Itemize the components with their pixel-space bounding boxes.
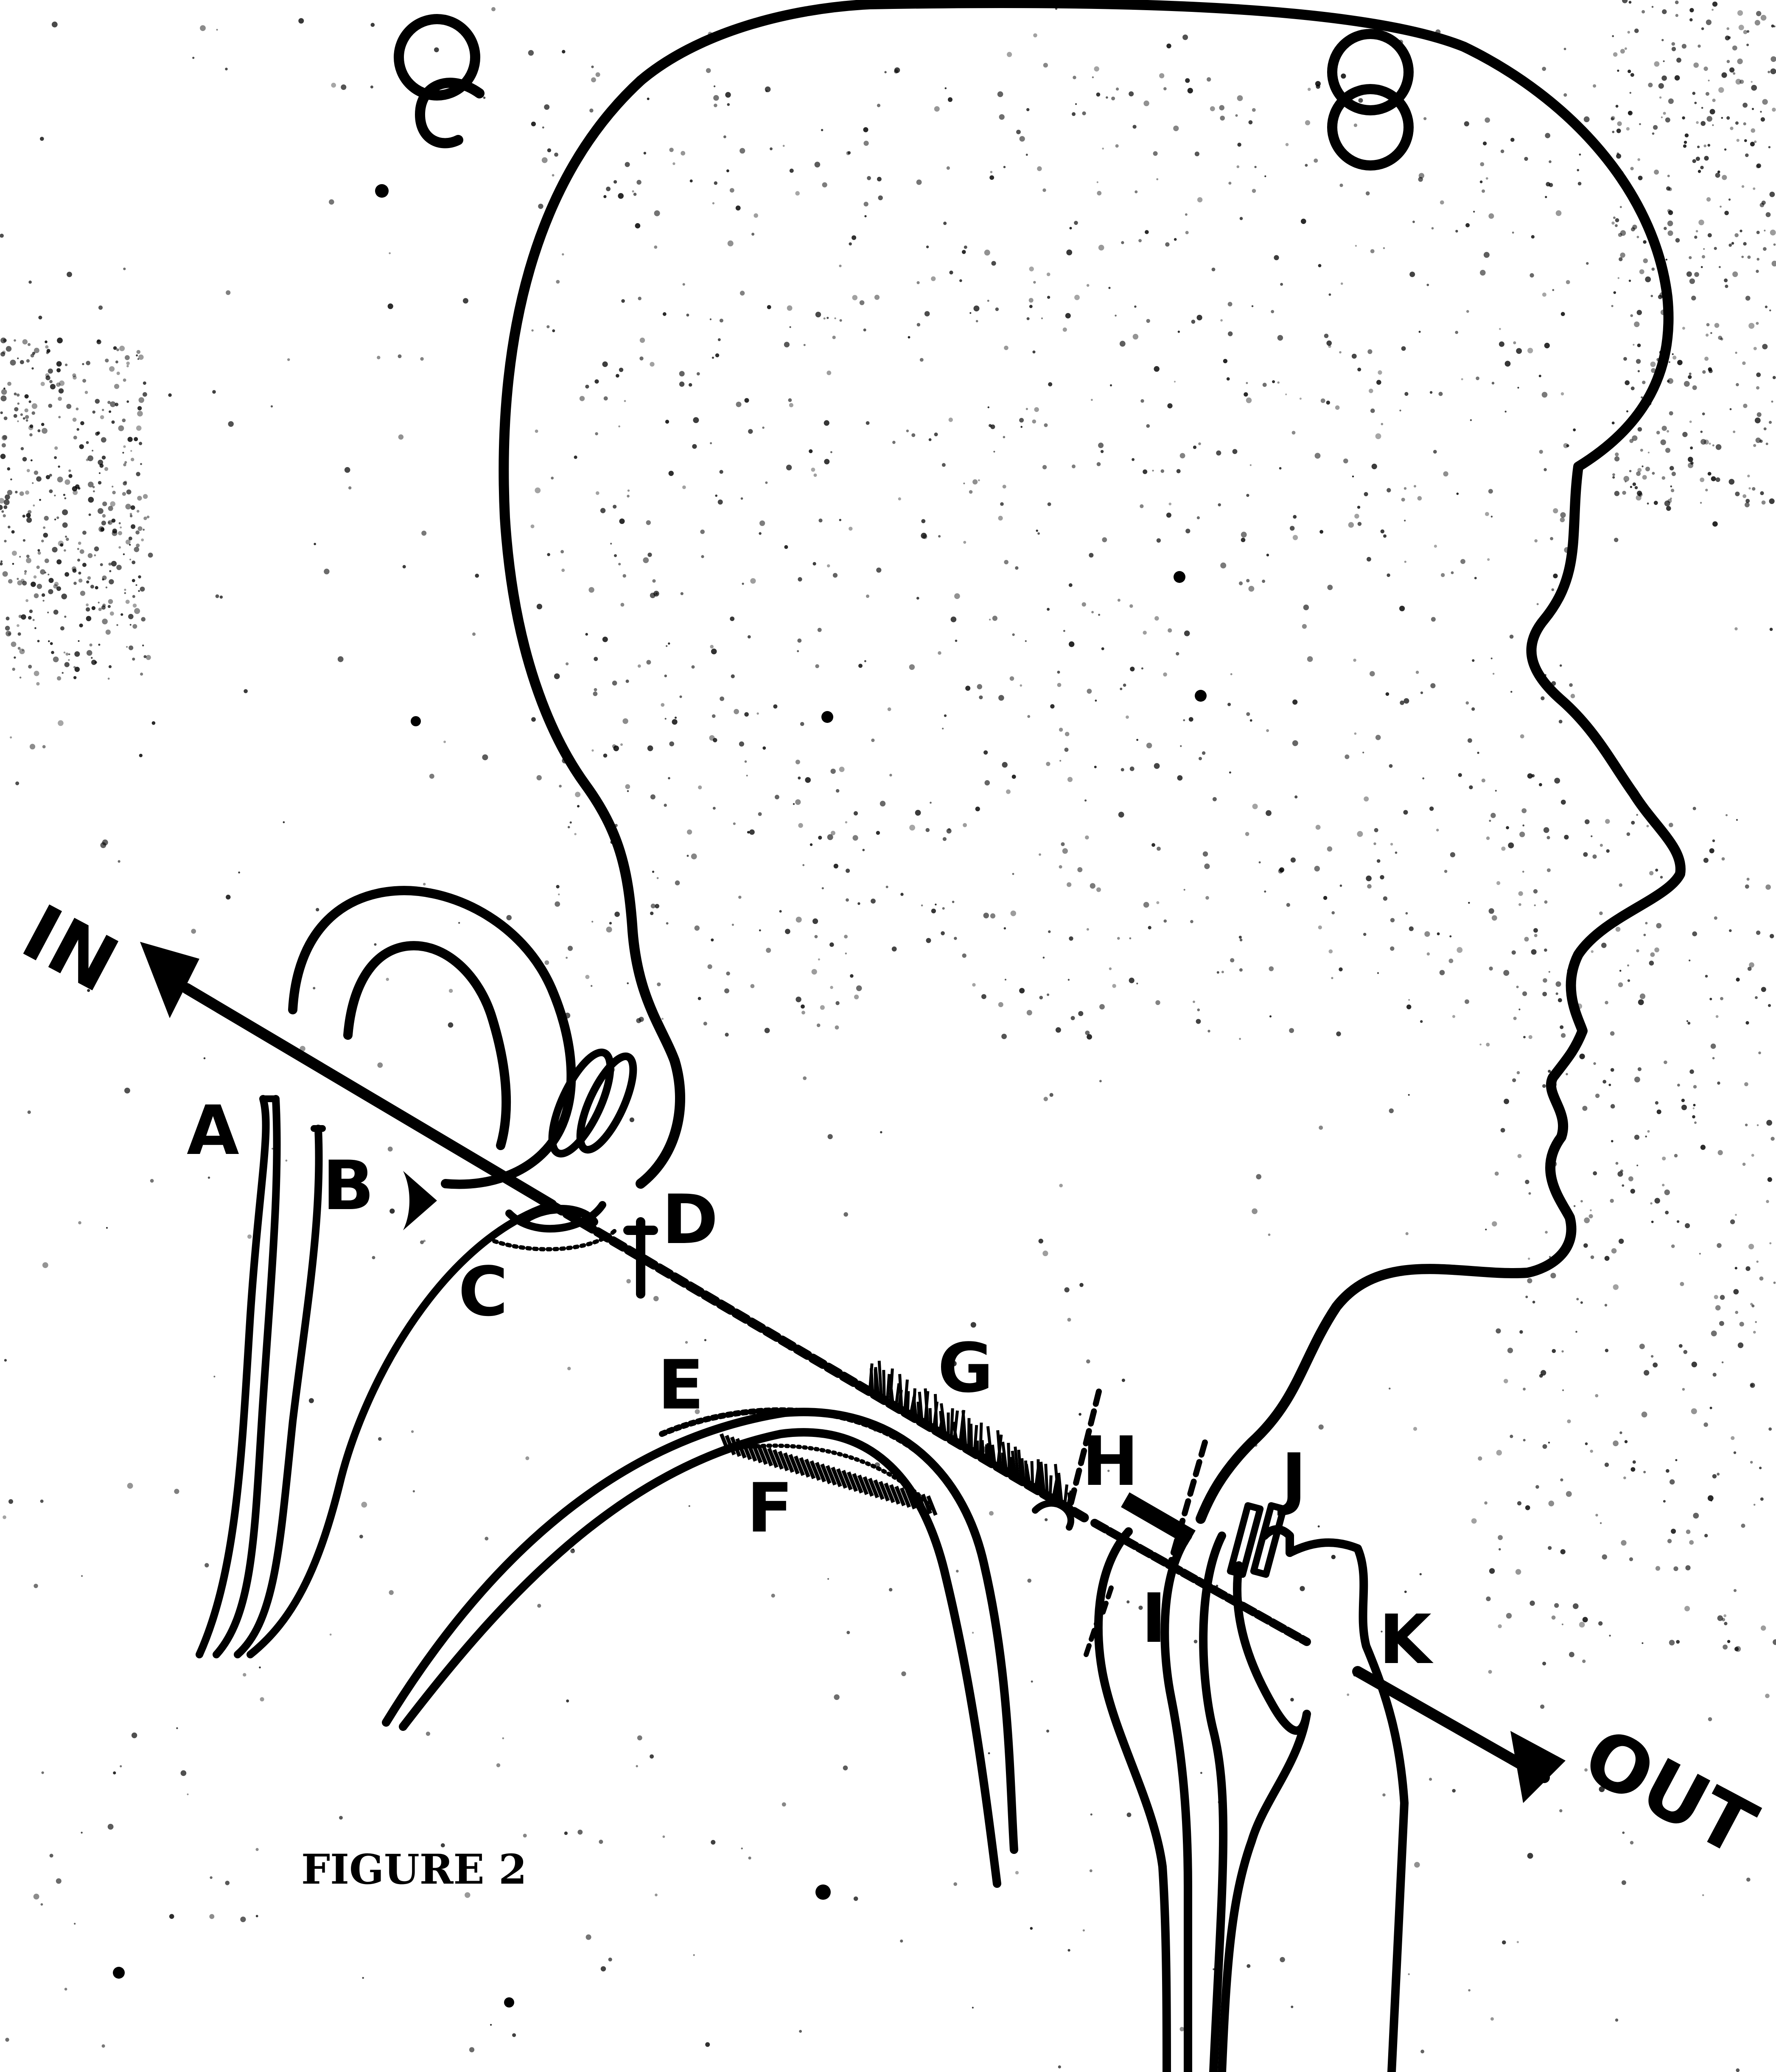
label-f: F — [747, 1468, 793, 1548]
label-a: A — [187, 1091, 239, 1170]
label-h: H — [1082, 1422, 1139, 1501]
label-j: J — [1277, 1439, 1307, 1518]
top-right-loops — [1332, 34, 1409, 165]
arrowhead-out — [1510, 1731, 1566, 1803]
label-i: I — [1141, 1579, 1167, 1658]
label-c: C — [458, 1252, 508, 1331]
arc-e-f — [386, 1410, 1014, 1884]
head-back-outline — [504, 81, 680, 1184]
label-out: OUT — [1570, 1711, 1770, 1873]
label-e: E — [658, 1345, 704, 1425]
label-in: IN — [8, 888, 132, 1010]
figure-caption: FIGURE 2 — [301, 1845, 527, 1893]
label-d: D — [662, 1180, 718, 1259]
signal-path — [187, 988, 1544, 1778]
top-left-loops — [399, 19, 479, 143]
label-b: B — [322, 1146, 374, 1225]
arrowhead-b — [403, 1171, 437, 1230]
arrowhead-in — [140, 942, 199, 1018]
label-g: G — [938, 1328, 993, 1408]
label-k: K — [1379, 1600, 1434, 1679]
